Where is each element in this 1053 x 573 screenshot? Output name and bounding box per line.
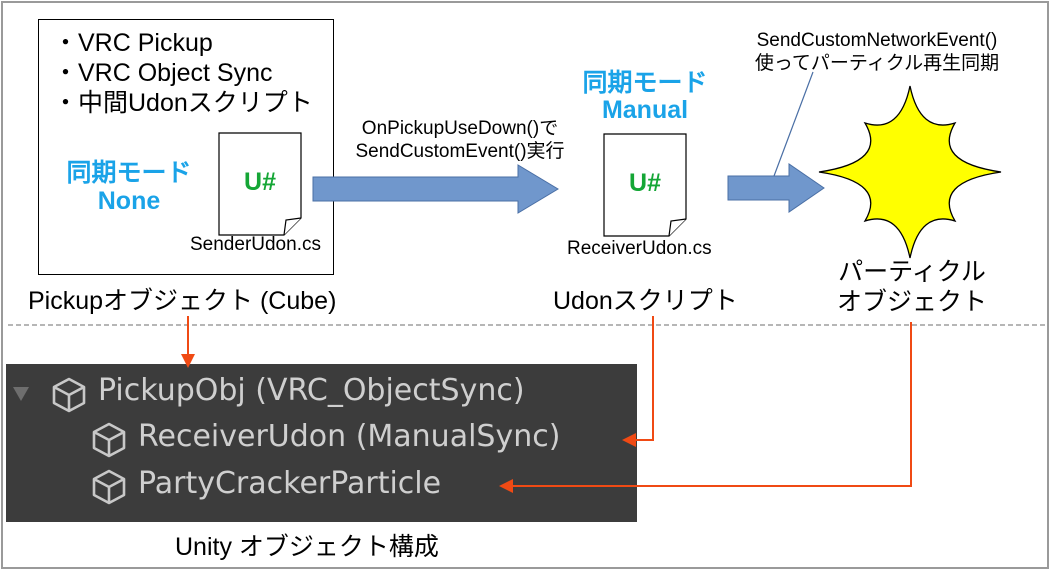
bullet-vrc-pickup: ・VRC Pickup (53, 29, 213, 57)
link-line-particle (512, 322, 912, 487)
network-event-callout: SendCustomNetworkEvent() 使ってパーティクル再生同期 (727, 29, 1027, 75)
receiver-sync-mode-label: 同期モード (582, 69, 708, 97)
link-line-receiver (634, 316, 654, 441)
particle-caption: パーティクル オブジェクト (832, 257, 992, 317)
sender-sync-mode-label: 同期モード (66, 159, 192, 187)
receiver-script-document-icon: U# (603, 133, 687, 237)
receiver-caption: Udonスクリプト (553, 287, 738, 315)
hierarchy-item-receiverudon[interactable]: ReceiverUdon (ManualSync) (138, 419, 561, 454)
bullet-vrc-object-sync: ・VRC Object Sync (53, 59, 273, 87)
unity-structure-caption: Unity オブジェクト構成 (175, 533, 439, 561)
sender-script-usharp-label: U# (244, 168, 276, 196)
sender-script-filename: SenderUdon.cs (190, 234, 321, 255)
callout-text-line1: SendCustomNetworkEvent() (756, 30, 998, 51)
arrow1-text: OnPickupUseDown()で SendCustomEvent()実行 (330, 117, 590, 163)
cube-icon (92, 469, 126, 505)
cube-icon (92, 422, 126, 458)
cube-icon (52, 377, 86, 413)
unity-hierarchy-panel: PickupObj (VRC_ObjectSync) ReceiverUdon … (6, 364, 637, 522)
hierarchy-item-pickupobj[interactable]: PickupObj (VRC_ObjectSync) (98, 373, 525, 408)
sender-sync-mode-value: None (97, 187, 161, 215)
link-arrowhead-pickup (181, 354, 195, 368)
flow-arrow-sender-to-receiver (312, 164, 559, 214)
section-divider (8, 324, 1048, 326)
arrow1-text-line1: OnPickupUseDown()で (361, 118, 559, 139)
link-arrowhead-particle (499, 479, 513, 493)
callout-leader-line (773, 71, 814, 177)
particle-caption-line1: パーティクル (838, 258, 986, 286)
arrow1-text-line2: SendCustomEvent()実行 (355, 141, 565, 162)
receiver-script-filename: ReceiverUdon.cs (567, 238, 712, 259)
receiver-sync-mode-value: Manual (601, 96, 689, 124)
receiver-script-usharp-label: U# (629, 169, 661, 197)
bullet-intermediate-udon: ・中間Udonスクリプト (53, 89, 313, 117)
expand-triangle-icon[interactable] (12, 386, 30, 402)
link-arrowhead-receiver (622, 433, 636, 447)
hierarchy-item-partycrackerparticle[interactable]: PartyCrackerParticle (138, 466, 442, 501)
flow-arrow-receiver-to-particle (727, 163, 825, 213)
particle-star-shape (818, 85, 1002, 259)
particle-caption-line2: オブジェクト (836, 288, 987, 316)
pickup-object-caption: Pickupオブジェクト (Cube) (28, 287, 337, 315)
sender-script-document-icon: U# (218, 132, 302, 236)
callout-text-line2: 使ってパーティクル再生同期 (754, 53, 1000, 74)
